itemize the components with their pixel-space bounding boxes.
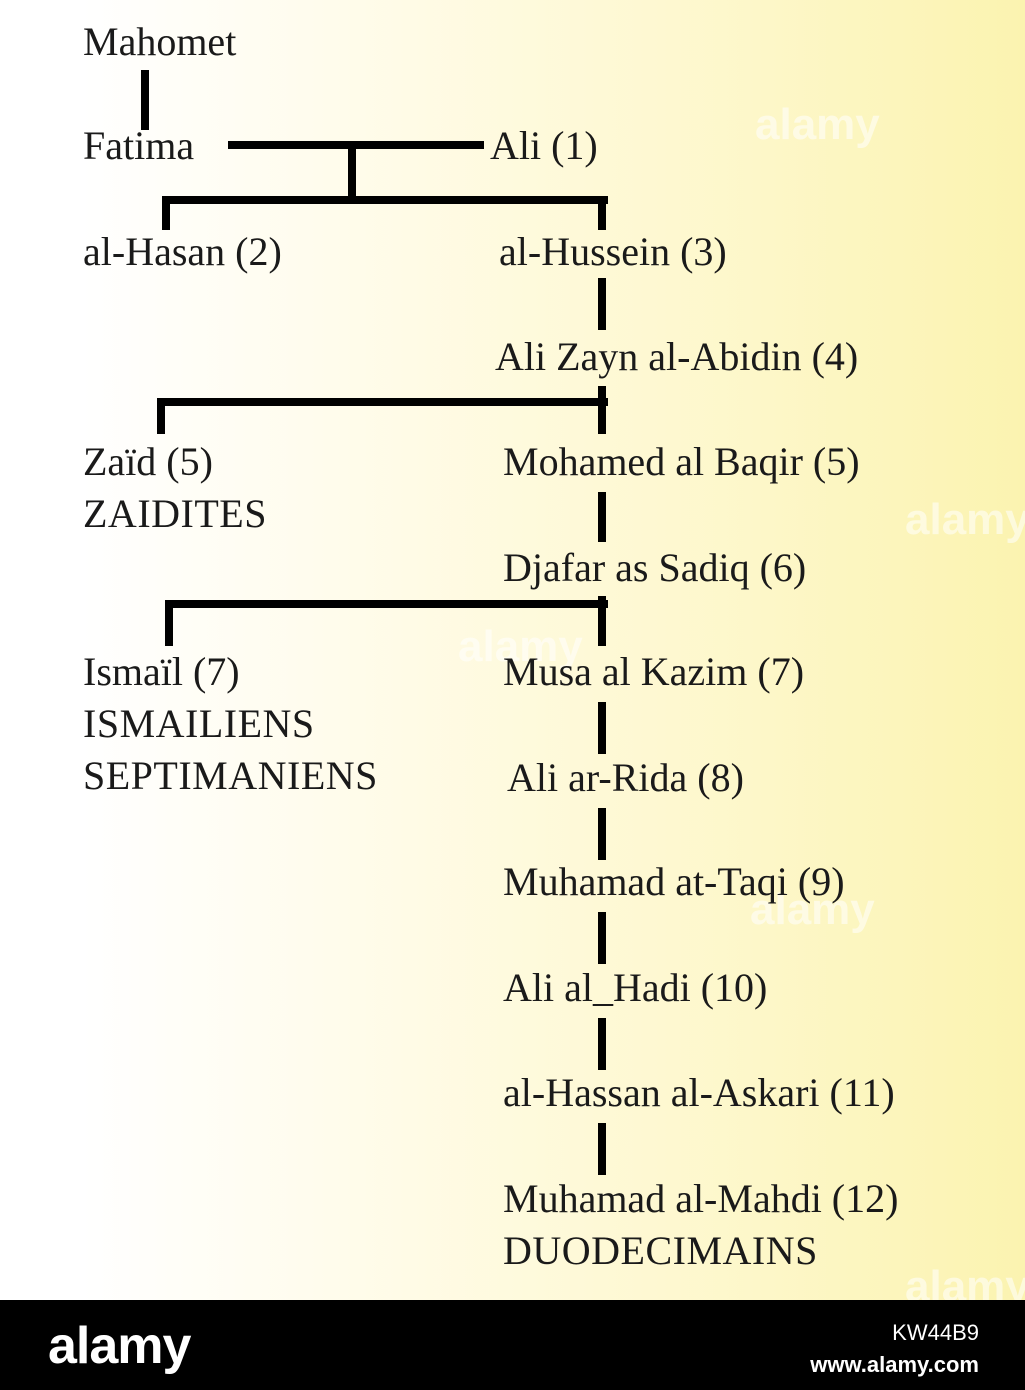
connector-hussein	[598, 196, 606, 230]
watermark: alamy	[750, 885, 875, 934]
node-hasan: al-Hasan (2)	[83, 229, 282, 274]
node-taqi: Muhamad at-Taqi (9)	[503, 859, 845, 904]
connector-hadi-askari	[598, 1018, 606, 1070]
connector-taqi-hadi	[598, 912, 606, 964]
connector-zayn-bar	[157, 398, 608, 406]
node-hussein: al-Hussein (3)	[499, 229, 727, 274]
node-ali: Ali (1)	[490, 123, 598, 168]
connector-marriage	[228, 141, 484, 149]
node-mahomet: Mahomet	[83, 19, 237, 64]
genealogy-diagram: alamy alamy alamy alamy alamy Mahomet Fa…	[0, 0, 1025, 1300]
node-zayn: Ali Zayn al-Abidin (4)	[495, 334, 859, 379]
alamy-logo: alamy	[48, 1317, 191, 1375]
node-mahdi: Muhamad al-Mahdi (12)	[503, 1176, 899, 1221]
node-djafar: Djafar as Sadiq (6)	[503, 545, 807, 590]
watermark: alamy	[905, 1262, 1025, 1300]
stock-footer-bar: alamy KW44B9 www.alamy.com	[0, 1300, 1025, 1390]
node-rida: Ali ar-Rida (8)	[507, 755, 744, 800]
node-baqir: Mohamed al Baqir (5)	[503, 439, 860, 484]
sect-duodecimains: DUODECIMAINS	[503, 1228, 818, 1273]
node-hadi: Ali al_Hadi (10)	[503, 965, 768, 1010]
node-askari: al-Hassan al-Askari (11)	[503, 1070, 895, 1115]
connector-hussein-zayn	[598, 278, 606, 330]
site-url: www.alamy.com	[810, 1352, 979, 1377]
sect-septimaniens: SEPTIMANIENS	[83, 753, 378, 798]
node-ismail: Ismaïl (7)	[83, 649, 240, 694]
connector-ismail	[165, 600, 173, 646]
connector-djafar-bar	[165, 600, 608, 608]
node-zaid: Zaïd (5)	[83, 439, 213, 484]
watermark: alamy	[905, 495, 1025, 544]
node-fatima: Fatima	[83, 123, 195, 168]
connector-zaid	[157, 398, 165, 434]
connector-children-stem	[348, 145, 356, 198]
connector-rida-taqi	[598, 808, 606, 860]
connector-children-bar	[162, 196, 608, 204]
connector-askari-mahdi	[598, 1123, 606, 1175]
watermark: alamy	[458, 622, 583, 671]
connector-djafar-musa	[598, 596, 606, 646]
connector-baqir-djafar	[598, 492, 606, 542]
sect-zaidites: ZAIDITES	[83, 491, 267, 536]
image-id: KW44B9	[892, 1320, 979, 1345]
sect-ismailiens: ISMAILIENS	[83, 701, 315, 746]
watermark: alamy	[755, 100, 880, 149]
connector-musa-rida	[598, 702, 606, 754]
connector-mahomet-fatima	[141, 70, 149, 130]
connector-zayn-baqir	[598, 386, 606, 434]
connector-hasan	[162, 196, 170, 230]
node-musa: Musa al Kazim (7)	[503, 649, 805, 694]
